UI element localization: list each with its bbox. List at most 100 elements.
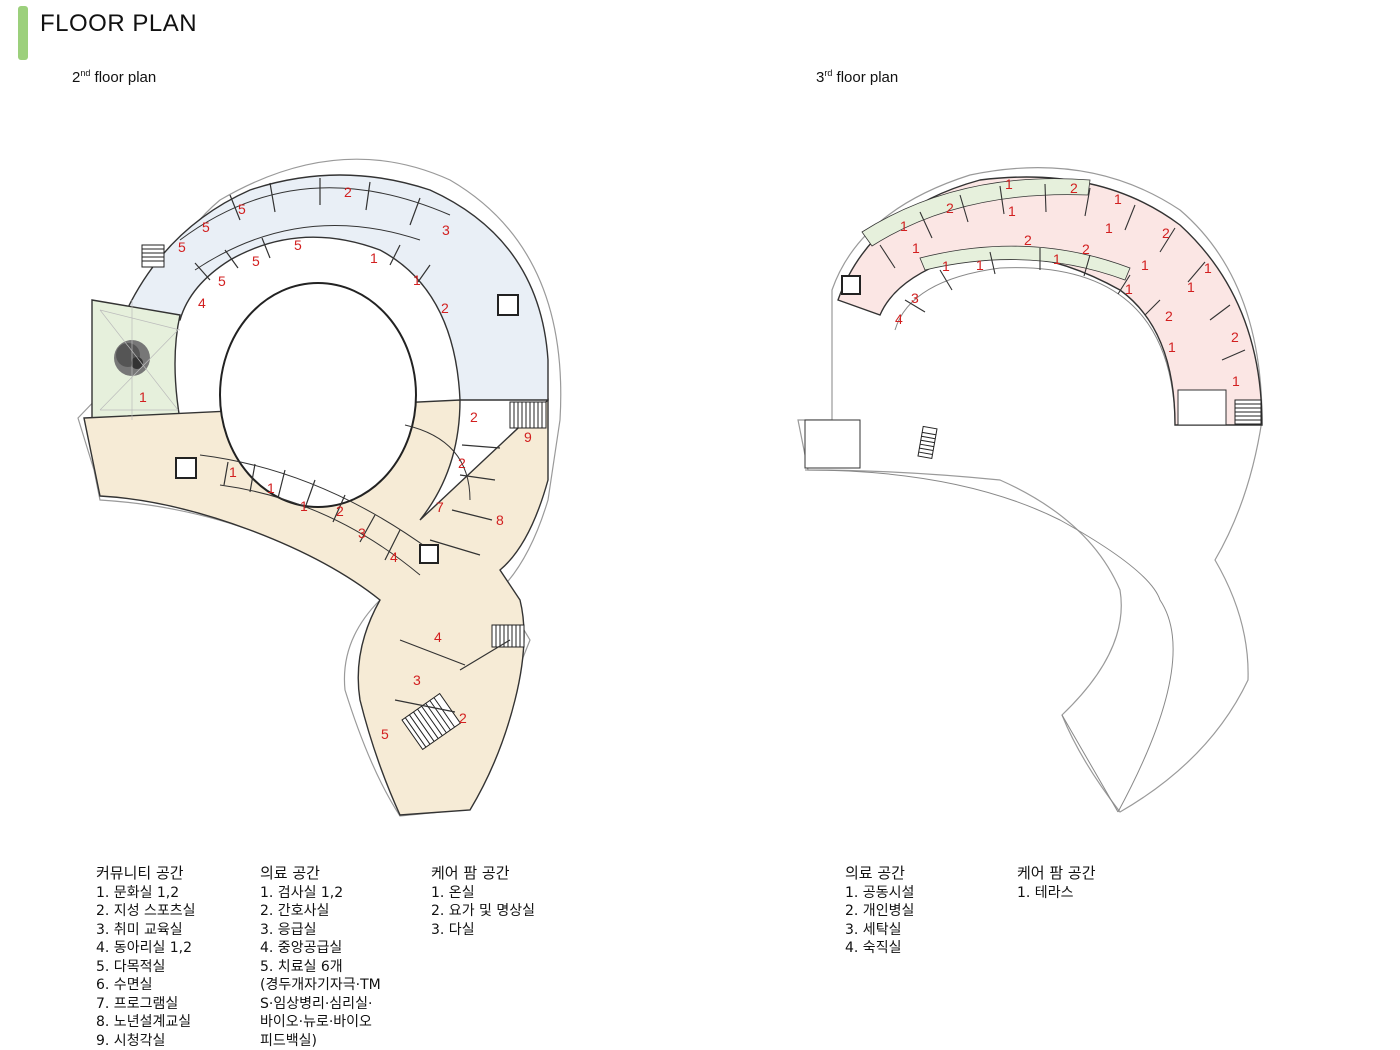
room-number: 5 (252, 253, 260, 269)
stair-icon (1234, 399, 1262, 425)
legend-item: 9. 시청각실 (96, 1032, 166, 1049)
room-number: 1 (1204, 260, 1212, 276)
legend-item: 1. 문화실 1,2 (96, 884, 180, 901)
room-number: 4 (434, 629, 442, 645)
legend-medical-2nd: 의료 공간 1. 검사실 1,2 2. 간호사실 3. 응급실 4. 중앙공급실… (260, 864, 381, 1050)
room-number: 2 (441, 300, 449, 316)
terrace-strip-3rd (919, 245, 1131, 281)
legend-item: 5. 치료실 6개 (260, 958, 343, 975)
medical-zone-2nd (118, 174, 549, 401)
room-number: 1 (1053, 251, 1061, 267)
legend-heading: 의료 공간 (845, 864, 905, 882)
legend-item: 3. 취미 교육실 (96, 921, 183, 938)
elevator-icon (841, 275, 861, 295)
room-number: 1 (976, 257, 984, 273)
room-number: 2 (1231, 329, 1239, 345)
legend-item: 2. 지성 스포츠실 (96, 903, 196, 919)
legend-item: 8. 노년설계교실 (96, 1014, 192, 1030)
legend-heading: 커뮤니티 공간 (96, 864, 184, 882)
room-number: 1 (1187, 279, 1195, 295)
legend-item: S·임상병리·심리실· (260, 995, 373, 1012)
legend-item: 4. 숙직실 (845, 940, 902, 956)
room-number: 1 (900, 218, 908, 234)
legend-item: 1. 테라스 (1017, 884, 1074, 901)
legend-item: 4. 동아리실 1,2 (96, 940, 193, 956)
room-number: 8 (496, 512, 504, 528)
room-number: 2 (946, 200, 954, 216)
page-title: FLOOR PLAN (40, 10, 198, 37)
legend-item: 4. 중앙공급실 (260, 940, 343, 956)
room-number: 1 (1141, 257, 1149, 273)
room-number: 9 (524, 429, 532, 445)
courtyard-2nd (219, 282, 417, 508)
legend-item: 6. 수면실 (96, 977, 153, 993)
room-number: 3 (911, 290, 919, 306)
room-number: 2 (1082, 241, 1090, 257)
stair-icon (401, 692, 462, 751)
legend-item: 2. 요가 및 명상실 (431, 903, 535, 919)
room-number: 3 (413, 672, 421, 688)
room-number: 3 (442, 222, 450, 238)
legend-medical-3rd: 의료 공간 1. 공동시설 2. 개인병실 3. 세탁실 4. 숙직실 (845, 864, 914, 958)
legend-heading: 케어 팜 공간 (1017, 864, 1096, 882)
stair-icon (509, 401, 547, 429)
terrace-strip-3rd (861, 178, 1091, 247)
room-number: 1 (229, 464, 237, 480)
room-number: 1 (1008, 203, 1016, 219)
room-number: 1 (370, 250, 378, 266)
room-number: 2 (1024, 232, 1032, 248)
legend-item: 1. 검사실 1,2 (260, 884, 344, 901)
room-number: 1 (267, 480, 275, 496)
room-number: 1 (942, 258, 950, 274)
legend-item: 5. 다목적실 (96, 958, 166, 975)
legend-item: 1. 온실 (431, 884, 475, 901)
room-number: 2 (1165, 308, 1173, 324)
elevator-icon (497, 294, 519, 316)
stair-icon (917, 425, 938, 460)
legend-care-farm-2nd: 케어 팜 공간 1. 온실 2. 요가 및 명상실 3. 다실 (431, 864, 535, 939)
elevator-icon (419, 544, 439, 564)
legend-item: 바이오·뉴로·바이오 (260, 1014, 372, 1030)
room-number: 1 (1105, 220, 1113, 236)
room-number: 1 (1005, 176, 1013, 192)
room-number: 5 (202, 219, 210, 235)
legend-item: 3. 다실 (431, 921, 475, 938)
legend-item: 3. 세탁실 (845, 921, 902, 938)
room-number: 2 (459, 710, 467, 726)
room-number: 4 (390, 549, 398, 565)
legend-heading: 의료 공간 (260, 864, 320, 882)
stair-icon (141, 244, 165, 268)
room-number: 1 (1232, 373, 1240, 389)
legend-item: 7. 프로그램실 (96, 995, 179, 1012)
room-number: 5 (381, 726, 389, 742)
room-number: 4 (198, 295, 206, 311)
room-number: 2 (470, 409, 478, 425)
room-number: 1 (139, 389, 147, 405)
building-outline-3rd (797, 167, 1263, 813)
room-number: 1 (413, 272, 421, 288)
legend-item: 3. 응급실 (260, 921, 317, 938)
room-number: 1 (300, 498, 308, 514)
legend-item: (경두개자기자극·TM (260, 977, 381, 993)
room-number: 1 (1125, 281, 1133, 297)
legend-item: 피드백실) (260, 1032, 317, 1049)
legend-care-farm-3rd: 케어 팜 공간 1. 테라스 (1017, 864, 1096, 902)
room-number: 2 (458, 455, 466, 471)
room-number: 1 (1168, 339, 1176, 355)
legend-item: 1. 공동시설 (845, 884, 915, 901)
elevator-icon (175, 457, 197, 479)
room-number: 3 (358, 525, 366, 541)
room-number: 5 (218, 273, 226, 289)
room-number: 7 (436, 499, 444, 515)
legend-item: 2. 간호사실 (260, 903, 330, 919)
room-number: 5 (178, 239, 186, 255)
room-number: 5 (238, 201, 246, 217)
stair-icon (491, 624, 525, 648)
room-number: 4 (895, 311, 903, 327)
legend-item: 2. 개인병실 (845, 903, 915, 919)
plan-label-2nd: 2nd floor plan (72, 68, 157, 86)
